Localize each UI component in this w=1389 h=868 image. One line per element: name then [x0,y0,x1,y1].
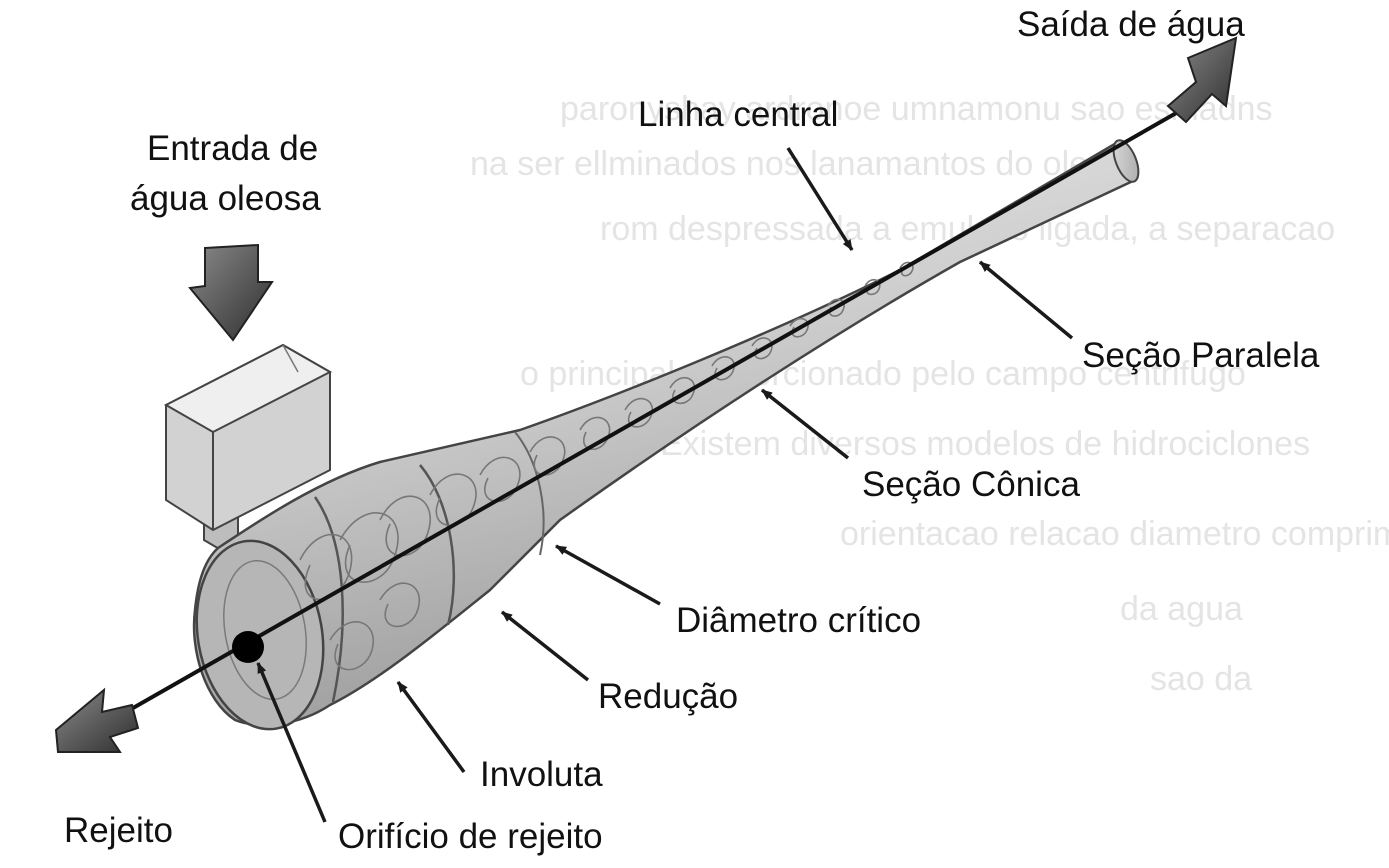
label-parallel-section: Seção Paralela [1082,336,1320,375]
reject-arrow-icon [54,687,140,753]
svg-text:Existem diversos modelos de hi: Existem diversos modelos de hidrociclone… [660,425,1310,463]
leader-reject-orifice [256,662,327,823]
svg-text:da agua: da agua [1120,590,1243,628]
leader-critical-diameter [555,544,661,606]
svg-text:sao da: sao da [1150,660,1252,698]
label-involute: Involuta [480,755,603,794]
water-outlet-arrow-icon [1166,36,1238,124]
label-reduction: Redução [598,677,738,716]
leader-centerline [786,147,854,251]
label-reject: Rejeito [64,811,173,850]
label-water-outlet: Saída de água [1017,5,1245,44]
leader-involute [396,680,466,774]
inlet-feed-box [163,343,333,562]
leader-conical-section [760,388,850,460]
label-inlet-line2: água oleosa [130,179,321,218]
inlet-arrow-icon [188,243,274,342]
label-critical-diameter: Diâmetro crítico [676,601,921,640]
label-reject-orifice: Orifício de rejeito [338,817,603,856]
svg-text:paronyshay ardronoe umnamonu s: paronyshay ardronoe umnamonu sao esmadns [560,90,1273,128]
reject-orifice-icon [232,631,264,663]
centerline-axis [97,110,1179,730]
leader-reduction [500,610,590,682]
label-centerline: Linha central [638,95,838,134]
leader-arrows [256,147,1074,823]
label-inlet-line1: Entrada de [147,129,318,168]
background-bleed-text: paronyshay ardronoe umnamonu sao esmadns… [470,90,1389,698]
svg-text:orientacao relacao diametro co: orientacao relacao diametro comprimento [840,515,1389,553]
label-conical-section: Seção Cônica [862,465,1080,504]
leader-parallel-section [978,260,1074,340]
labels: Saída de água Linha central Entrada de á… [64,5,1320,856]
